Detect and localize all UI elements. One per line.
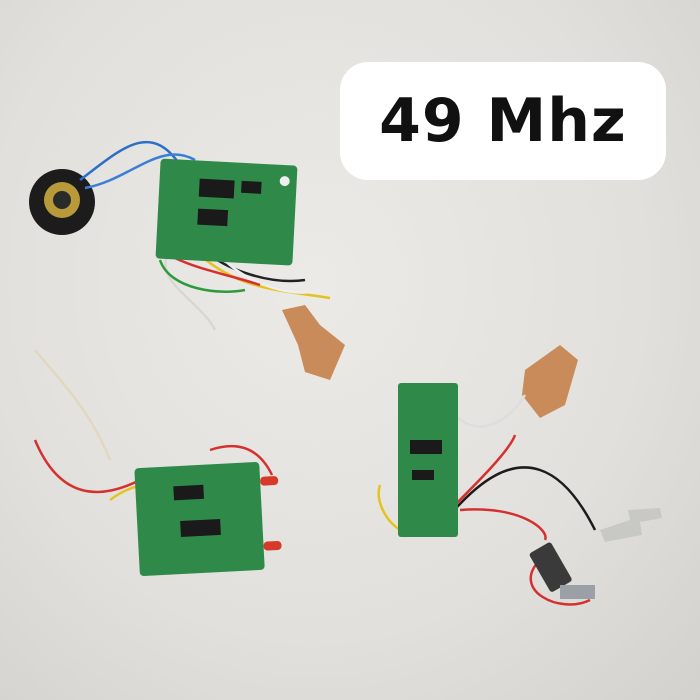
wires-right bbox=[377, 394, 597, 606]
pcb-top bbox=[155, 158, 298, 266]
pcb-bottom-left bbox=[134, 462, 282, 577]
pcb-right bbox=[398, 383, 458, 537]
frequency-label-text: 49 Mhz bbox=[379, 86, 627, 156]
frequency-label: 49 Mhz bbox=[340, 62, 666, 180]
metal-strip bbox=[600, 508, 662, 542]
copper-foil bbox=[522, 345, 578, 418]
slide-switch bbox=[529, 542, 595, 599]
copper-foil bbox=[282, 305, 345, 380]
wires-top bbox=[79, 140, 331, 331]
speaker bbox=[29, 169, 95, 235]
